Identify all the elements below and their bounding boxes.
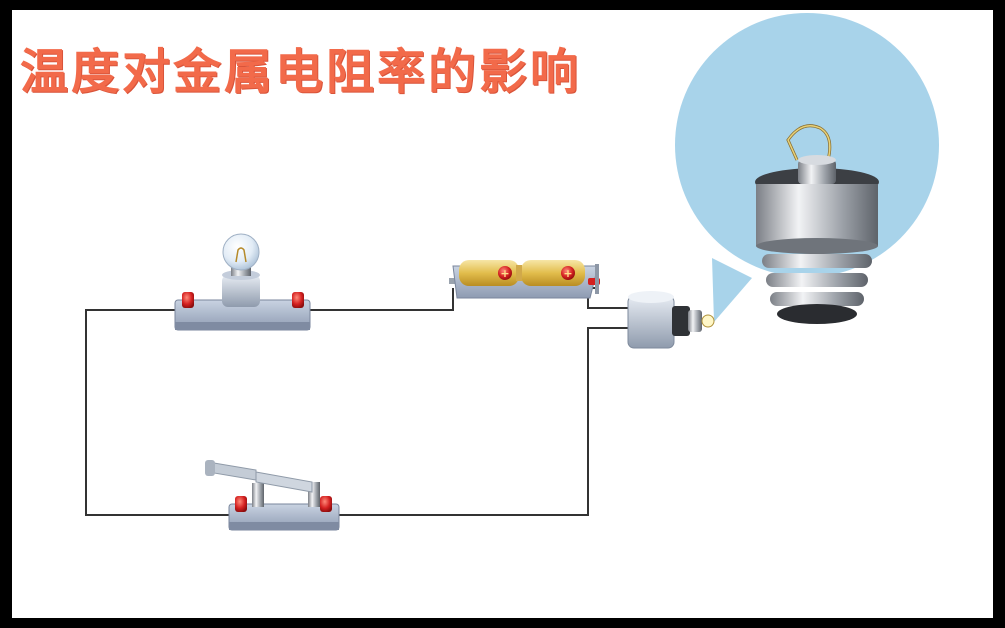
lamp-terminal-right <box>292 292 304 308</box>
svg-text:+: + <box>500 267 509 280</box>
switch-terminal-right <box>320 496 332 512</box>
switch-terminal-left <box>235 496 247 512</box>
wire-battery-holder <box>587 287 629 309</box>
svg-text:+: + <box>563 267 572 280</box>
bulb-socket-icon <box>627 291 715 349</box>
battery-pack-icon: + + <box>449 260 600 299</box>
knife-switch-icon <box>205 460 340 531</box>
wire-left-top <box>85 309 230 516</box>
magnify-bubble <box>675 13 939 324</box>
bulb-on-stand-icon <box>174 233 311 331</box>
slide-title: 温度对金属电阻率的影响 <box>20 44 582 100</box>
bubble-pointer <box>712 258 752 322</box>
circuit-diagram: + + <box>85 13 939 531</box>
slide: 温度对金属电阻率的影响 <box>12 10 993 618</box>
wires <box>85 287 629 516</box>
lamp-terminal-left <box>182 292 194 308</box>
wire-holder-switch <box>338 327 629 516</box>
wire-lamp-battery <box>310 288 454 311</box>
magnified-bulb-filament-icon <box>755 124 879 324</box>
